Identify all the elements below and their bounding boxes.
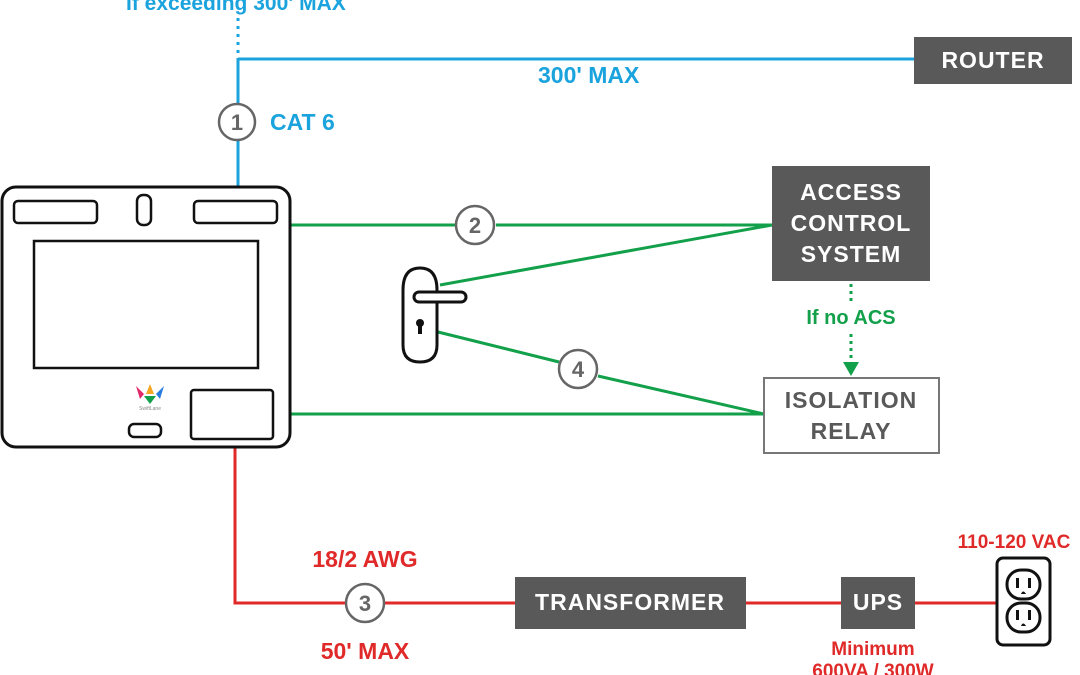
- power-cable-device: [233, 447, 346, 605]
- device-camera: [135, 193, 153, 227]
- ups-minimum-label-line2: 600VA / 300W: [812, 661, 934, 675]
- network-distance-label: 300' MAX: [538, 62, 640, 88]
- ups-minimum-label-line1: Minimum: [831, 639, 914, 660]
- marker-1-label: 1: [231, 110, 243, 135]
- lock-to-relay-cable-left: [437, 330, 560, 364]
- marker-3-label: 3: [359, 591, 371, 616]
- router-label: ROUTER: [941, 47, 1044, 73]
- isolation-relay-box: [763, 377, 940, 454]
- arrow-down-icon: [843, 362, 859, 376]
- acs-label-line2: CONTROL: [791, 210, 912, 236]
- device-speaker-left: [12, 199, 99, 225]
- marker-2-label: 2: [469, 213, 481, 238]
- marker-4-label: 4: [572, 357, 585, 382]
- access-device: SwiftLane: [0, 185, 292, 449]
- transformer-label: TRANSFORMER: [535, 589, 725, 615]
- marker-1: 1: [217, 102, 257, 142]
- if-no-acs-label: If no ACS: [806, 307, 895, 329]
- power-distance-label: 50' MAX: [321, 638, 410, 664]
- access-control-group: ACCESS CONTROL SYSTEM If no ACS ISOLATIO…: [290, 166, 940, 454]
- transformer-box: [515, 577, 746, 629]
- voltage-label: 110-120 VAC: [958, 532, 1071, 553]
- marker-3: 3: [344, 582, 386, 624]
- relay-label-line1: ISOLATION: [785, 387, 918, 413]
- device-button: [127, 422, 163, 439]
- ups-box: [841, 577, 915, 629]
- network-group: If exceeding 300' MAX 300' MAX CAT 6 ROU…: [126, 0, 1072, 187]
- lock-to-relay-cable-right: [597, 374, 765, 416]
- router-box: [914, 37, 1072, 84]
- acs-label-line1: ACCESS: [800, 179, 902, 205]
- door-handle-icon: [401, 266, 468, 364]
- lock-to-acs-cable: [439, 223, 773, 287]
- ups-label: UPS: [853, 589, 903, 615]
- brand-logo-icon: [136, 384, 164, 404]
- power-group: 18/2 AWG 50' MAX TRANSFORMER UPS Minimum…: [233, 447, 1071, 675]
- acs-label-line3: SYSTEM: [801, 241, 902, 267]
- network-cable-label: CAT 6: [270, 109, 335, 135]
- relay-label-line2: RELAY: [811, 418, 892, 444]
- access-control-system-box: [772, 166, 930, 281]
- brand-logo-text: SwiftLane: [139, 406, 161, 412]
- device-screen: [32, 239, 260, 370]
- device-card-reader: [189, 388, 275, 441]
- marker-2: 2: [454, 204, 496, 246]
- device-speaker-right: [192, 199, 279, 225]
- marker-4: 4: [557, 348, 599, 390]
- network-extension-label: If exceeding 300' MAX: [126, 0, 346, 15]
- power-awg-label: 18/2 AWG: [312, 546, 417, 572]
- power-outlet-icon: [995, 556, 1052, 647]
